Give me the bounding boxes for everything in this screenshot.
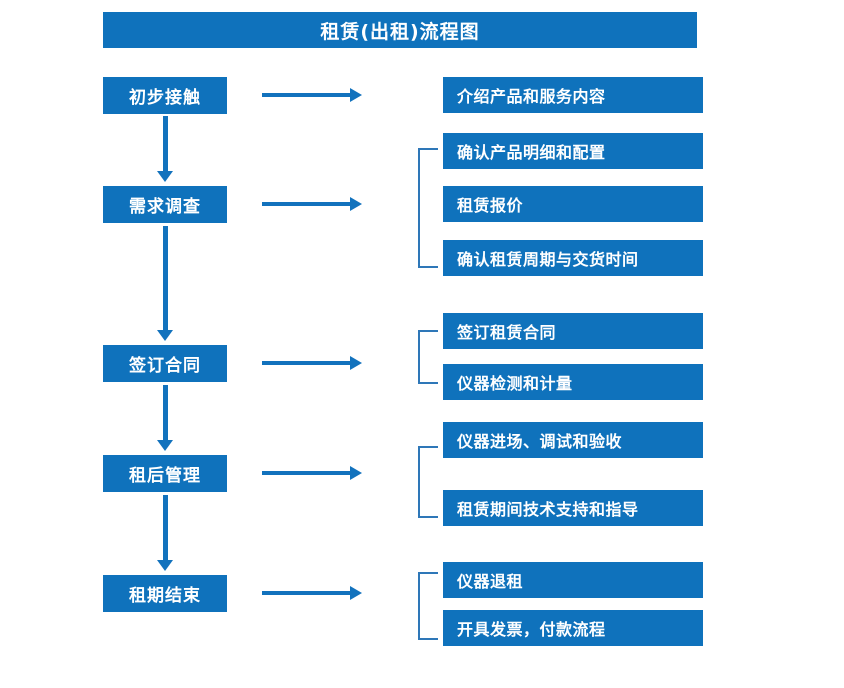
- arrow-head: [157, 330, 173, 341]
- detail-box-confirm-period[interactable]: 确认租赁周期与交货时间: [443, 240, 703, 276]
- arrow-shaft: [262, 202, 351, 206]
- down-arrow-stage3-to-stage4: [157, 385, 173, 451]
- stage-box-initial-contact[interactable]: 初步接触: [103, 77, 227, 114]
- stage-box-lease-end[interactable]: 租期结束: [103, 575, 227, 612]
- arrow-shaft: [163, 226, 168, 331]
- arrow-head: [350, 466, 362, 480]
- detail-box-confirm-spec-config[interactable]: 确认产品明细和配置: [443, 133, 703, 169]
- arrow-head: [350, 197, 362, 211]
- arrow-head: [157, 171, 173, 182]
- stage-box-post-rent-mgmt[interactable]: 租后管理: [103, 455, 227, 492]
- right-arrow-stage3: [262, 356, 362, 370]
- arrow-head: [350, 356, 362, 370]
- arrow-shaft: [163, 116, 168, 172]
- arrow-shaft: [262, 361, 351, 365]
- right-arrow-stage4: [262, 466, 362, 480]
- right-arrow-stage5: [262, 586, 362, 600]
- group-bracket-needs-survey: [418, 148, 438, 268]
- group-bracket-post-rent-mgmt: [418, 446, 438, 518]
- down-arrow-stage2-to-stage3: [157, 226, 173, 341]
- detail-box-rental-quote[interactable]: 租赁报价: [443, 186, 703, 222]
- detail-box-introduce-products[interactable]: 介绍产品和服务内容: [443, 77, 703, 113]
- arrow-shaft: [262, 93, 351, 97]
- page-title: 租赁(出租)流程图: [103, 12, 697, 48]
- detail-box-instrument-testing[interactable]: 仪器检测和计量: [443, 364, 703, 400]
- detail-box-invoice-payment[interactable]: 开具发票，付款流程: [443, 610, 703, 646]
- arrow-head: [350, 88, 362, 102]
- arrow-shaft: [262, 591, 351, 595]
- stage-box-needs-survey[interactable]: 需求调查: [103, 186, 227, 223]
- arrow-shaft: [163, 495, 168, 561]
- stage-box-sign-contract[interactable]: 签订合同: [103, 345, 227, 382]
- down-arrow-stage4-to-stage5: [157, 495, 173, 571]
- detail-box-sign-rental-contract[interactable]: 签订租赁合同: [443, 313, 703, 349]
- group-bracket-sign-contract: [418, 330, 438, 384]
- arrow-shaft: [163, 385, 168, 441]
- arrow-head: [350, 586, 362, 600]
- detail-box-tech-support[interactable]: 租赁期间技术支持和指导: [443, 490, 703, 526]
- down-arrow-stage1-to-stage2: [157, 116, 173, 182]
- arrow-shaft: [262, 471, 351, 475]
- arrow-head: [157, 560, 173, 571]
- right-arrow-stage2: [262, 197, 362, 211]
- right-arrow-stage1: [262, 88, 362, 102]
- group-bracket-lease-end: [418, 572, 438, 640]
- detail-box-instrument-return[interactable]: 仪器退租: [443, 562, 703, 598]
- detail-box-onsite-commissioning[interactable]: 仪器进场、调试和验收: [443, 422, 703, 458]
- arrow-head: [157, 440, 173, 451]
